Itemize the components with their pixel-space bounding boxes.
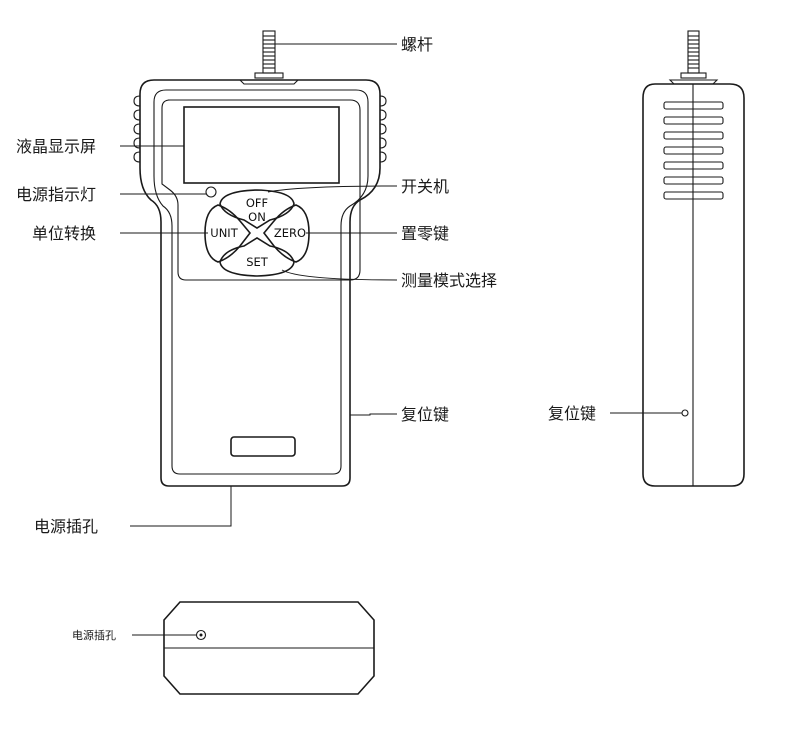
label-zero-key: 置零键 bbox=[401, 224, 449, 243]
zero-key[interactable]: ZERO bbox=[262, 204, 310, 263]
side-reset-hole[interactable] bbox=[681, 409, 689, 417]
zero-key-label: ZERO bbox=[274, 226, 306, 240]
side-view: 复位键 bbox=[548, 30, 745, 487]
label-bottom-power-jack: 电源插孔 bbox=[72, 628, 116, 642]
label-power-jack: 电源插孔 bbox=[34, 517, 98, 536]
side-vents bbox=[663, 101, 724, 200]
label-power-indicator: 电源指示灯 bbox=[16, 185, 96, 204]
reset-slot[interactable] bbox=[230, 436, 296, 457]
keypad: OFF ON UNIT ZERO SET bbox=[204, 189, 310, 277]
housing-inner-front bbox=[153, 89, 369, 475]
bottom-power-jack-pin bbox=[199, 633, 203, 637]
unit-key[interactable]: UNIT bbox=[204, 204, 252, 263]
label-screw: 螺杆 bbox=[401, 35, 433, 54]
screw-rod-front bbox=[238, 30, 300, 85]
grip-notches-left bbox=[133, 95, 141, 163]
power-indicator-led bbox=[205, 186, 217, 198]
display-panel bbox=[161, 99, 361, 281]
off-on-key[interactable]: OFF ON bbox=[219, 189, 295, 229]
side-housing bbox=[642, 83, 745, 487]
unit-key-label: UNIT bbox=[210, 226, 238, 240]
set-key-label: SET bbox=[246, 255, 269, 269]
label-side-reset-key: 复位键 bbox=[548, 404, 596, 423]
label-unit-switch: 单位转换 bbox=[32, 224, 96, 243]
grip-notches-right bbox=[379, 95, 387, 163]
label-power-switch: 开关机 bbox=[401, 177, 449, 196]
bottom-power-jack[interactable] bbox=[195, 629, 207, 641]
label-mode-select: 测量模式选择 bbox=[401, 271, 497, 290]
set-key[interactable]: SET bbox=[219, 237, 295, 277]
on-key-label: ON bbox=[248, 210, 266, 224]
label-reset-key: 复位键 bbox=[401, 405, 449, 424]
bottom-housing bbox=[163, 601, 375, 695]
screw-rod-side bbox=[668, 30, 719, 85]
bottom-view: 电源插孔 bbox=[72, 601, 375, 695]
front-view: OFF ON UNIT ZERO SET 螺杆 液晶显示屏 bbox=[16, 30, 497, 536]
off-key-label: OFF bbox=[246, 196, 268, 210]
housing-outer-front bbox=[139, 79, 381, 487]
lcd-screen bbox=[183, 106, 340, 184]
label-lcd: 液晶显示屏 bbox=[16, 137, 96, 156]
